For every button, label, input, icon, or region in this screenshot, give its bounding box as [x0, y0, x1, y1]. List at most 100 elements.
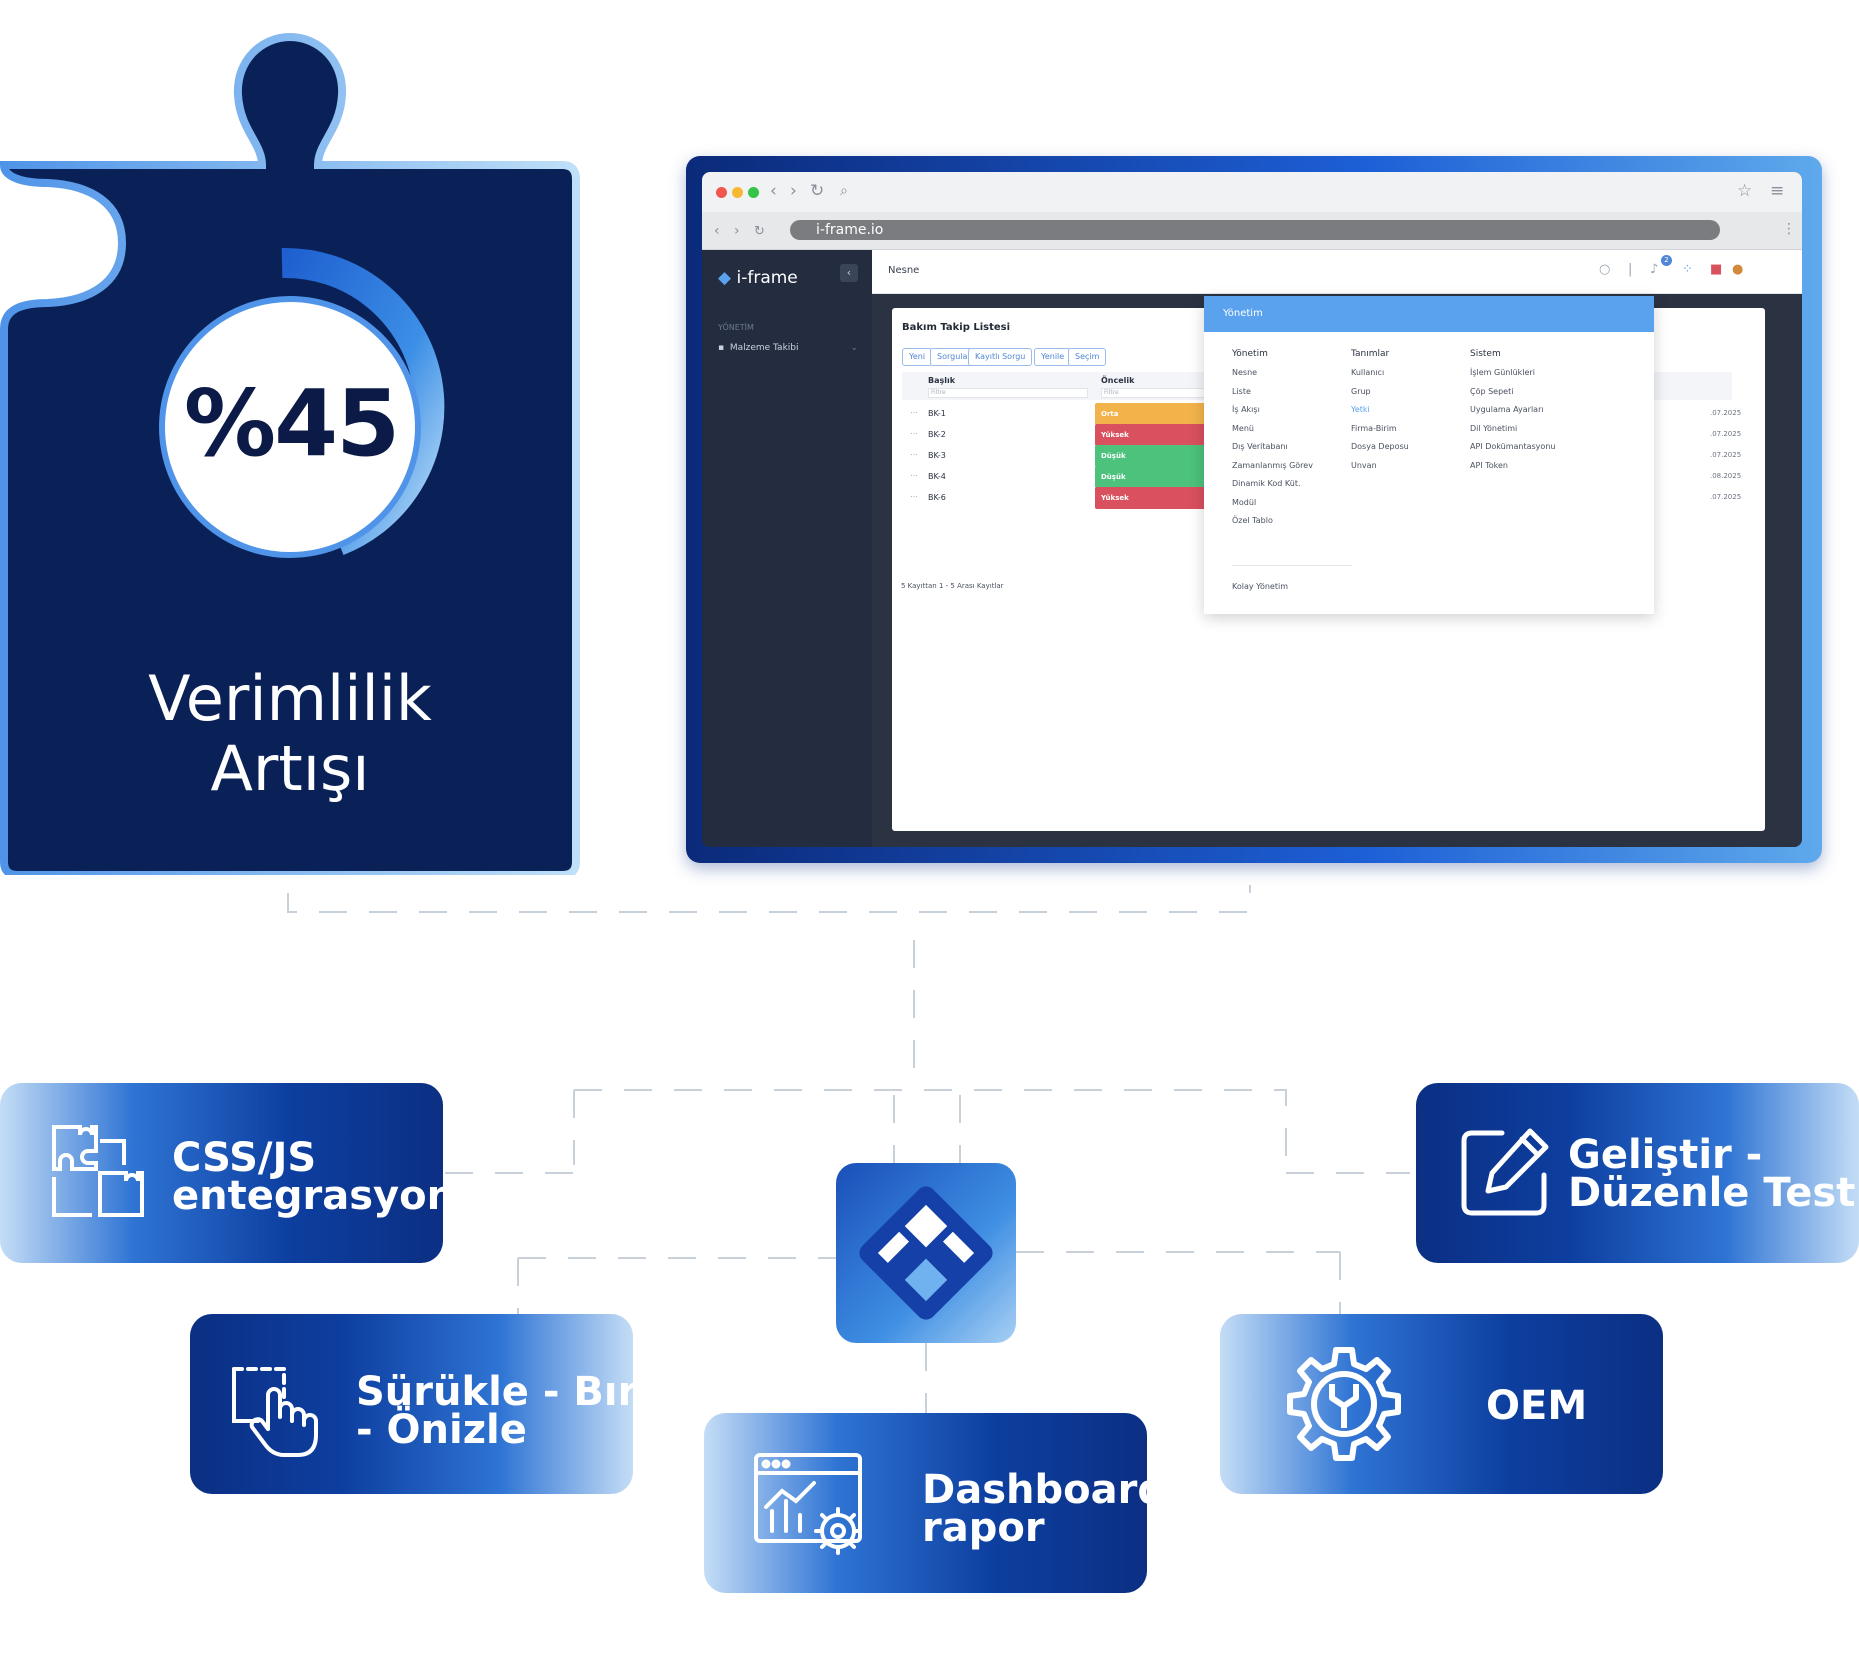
minimize-window-dot[interactable] [732, 187, 743, 198]
menu-item[interactable]: Zamanlanmış Görev [1232, 460, 1313, 470]
puzzle-piece-shape [0, 32, 580, 879]
forward-icon[interactable]: › [790, 181, 797, 201]
menu-item[interactable]: Dış Veritabanı [1232, 442, 1288, 451]
bookmark-star-icon[interactable]: ☆ [1737, 181, 1753, 201]
row-date: .07.2025 [1710, 409, 1742, 417]
row-date: .07.2025 [1710, 430, 1742, 438]
menu-item[interactable]: API Token [1470, 460, 1508, 470]
puzzle-icon [52, 1125, 144, 1217]
row-actions-icon[interactable]: ⋯ [910, 450, 918, 459]
menu-item[interactable]: Dinamik Kod Küt. [1232, 479, 1301, 488]
menu-item[interactable]: Nesne [1232, 368, 1258, 377]
reload-icon[interactable]: ↻ [810, 181, 825, 201]
menu-item[interactable]: İşlem Günlükleri [1470, 368, 1535, 377]
row-code: BK-3 [928, 451, 946, 460]
menu-item[interactable]: Dosya Deposu [1351, 442, 1409, 451]
selection-button[interactable]: Seçim [1068, 348, 1107, 366]
back-icon[interactable]: ‹ [714, 223, 720, 239]
drag-hand-icon [232, 1367, 318, 1457]
pager-info: 5 Kayıttan 1 - 5 Arası Kayıtlar [901, 582, 1004, 590]
row-code: BK-6 [928, 493, 946, 502]
table-row[interactable]: ⋯ BK-6 Yüksek .07.2025 [902, 486, 1741, 510]
title-filter-input[interactable]: Filtre [928, 388, 1088, 398]
app-logo[interactable]: ◆ i-frame [718, 268, 798, 288]
saved-query-button[interactable]: Kayıtlı Sorgu [968, 348, 1033, 366]
feature-label-line1: Dashboard [922, 1467, 1166, 1513]
chevron-down-icon: ⌄ [850, 343, 858, 353]
maximize-window-dot[interactable] [748, 187, 759, 198]
menu-item[interactable]: Unvan [1351, 460, 1377, 470]
feature-card-develop[interactable]: Geliştir - Düzenle Test Et [1416, 1083, 1859, 1263]
row-actions-icon[interactable]: ⋯ [910, 471, 918, 480]
page-title: Nesne [888, 265, 920, 276]
back-icon[interactable]: ‹ [770, 181, 777, 201]
row-actions-icon[interactable]: ⋯ [910, 429, 918, 438]
topbar: Nesne ○ | ♪ 2 ⁘ ■ ● [872, 250, 1802, 294]
menu-divider [1232, 565, 1352, 566]
search-icon[interactable]: ⌕ [840, 183, 848, 199]
edit-icon [1461, 1128, 1549, 1216]
priority-badge: Orta [1095, 403, 1235, 425]
close-window-dot[interactable] [716, 187, 727, 198]
feature-label-line1: CSS/JS [172, 1135, 317, 1181]
feature-card-dashboard[interactable]: Dashboard rapor [704, 1413, 1166, 1593]
feature-card-oem[interactable]: OEM [1220, 1314, 1663, 1494]
sidebar-item-malzeme-takibi[interactable]: ▪ Malzeme Takibi ⌄ [718, 343, 858, 353]
row-date: .07.2025 [1710, 493, 1742, 501]
iframe-logo-icon [859, 1186, 993, 1320]
browser-address-row: ‹ › ↻ i-frame.io ⋮ [702, 212, 1802, 250]
sidebar-section-label: YÖNETİM [718, 323, 754, 332]
menu-item[interactable]: Dil Yönetimi [1470, 423, 1518, 433]
menu-item[interactable]: İş Akışı [1232, 405, 1260, 414]
feature-label-line1: Sürükle - Bırak [356, 1369, 691, 1415]
search-icon[interactable]: ○ [1599, 262, 1611, 277]
reload-icon[interactable]: ↻ [754, 224, 765, 239]
divider-icon: | [1628, 262, 1633, 277]
efficiency-label-line1: Verimlilik [148, 662, 432, 735]
menu-item-kolay-yonetim[interactable]: Kolay Yönetim [1232, 582, 1289, 591]
row-actions-icon[interactable]: ⋯ [910, 492, 918, 501]
language-flag-icon[interactable]: ■ [1710, 262, 1723, 277]
app-screen: ‹ › ↻ ⌕ ☆ ≡ ‹ › ↻ i-frame.io ⋮ ◆ i-frame… [702, 172, 1802, 847]
feature-card-drag-drop[interactable]: Sürükle - Bırak - Önizle [190, 1314, 691, 1494]
menu-item[interactable]: Çöp Sepeti [1470, 386, 1514, 396]
app-preview-monitor: ‹ › ↻ ⌕ ☆ ≡ ‹ › ↻ i-frame.io ⋮ ◆ i-frame… [686, 156, 1822, 863]
priority-badge: Yüksek [1095, 487, 1235, 509]
feature-card-css-js[interactable]: CSS/JS entegrasyonu [0, 1083, 484, 1263]
column-header-priority[interactable]: Öncelik [1101, 376, 1135, 385]
menu-item[interactable]: API Dokümantasyonu [1470, 442, 1556, 451]
dashboard-chart-icon [754, 1453, 862, 1555]
menu-title: Yönetim [1204, 296, 1654, 332]
avatar[interactable]: ● [1732, 262, 1744, 277]
menu-item[interactable]: Yetki [1351, 405, 1370, 414]
menu-item[interactable]: Uygulama Ayarları [1470, 405, 1544, 414]
feature-label-line2: - Önizle [356, 1407, 527, 1453]
efficiency-label-line2: Artışı [210, 732, 370, 805]
feature-label-line2: entegrasyonu [172, 1173, 484, 1219]
menu-item[interactable]: Grup [1351, 386, 1371, 396]
apps-grid-icon[interactable]: ⁘ [1682, 262, 1693, 277]
menu-item[interactable]: Menü [1232, 423, 1254, 433]
menu-item[interactable]: Kullanıcı [1351, 368, 1385, 377]
more-options-icon[interactable]: ⋮ [1782, 221, 1796, 237]
address-bar[interactable]: i-frame.io [790, 220, 1720, 240]
menu-item[interactable]: Liste [1232, 386, 1251, 396]
menu-item[interactable]: Özel Tablo [1232, 516, 1273, 525]
priority-badge: Düşük [1095, 466, 1235, 488]
column-header-title[interactable]: Başlık [928, 376, 956, 385]
bell-icon[interactable]: ♪ [1650, 262, 1659, 277]
refresh-button[interactable]: Yenile [1034, 348, 1072, 366]
menu-item[interactable]: Firma-Birim [1351, 423, 1397, 433]
forward-icon[interactable]: › [734, 223, 740, 239]
new-button[interactable]: Yeni [902, 348, 933, 366]
menu-item[interactable]: Modül [1232, 497, 1257, 507]
row-actions-icon[interactable]: ⋯ [910, 408, 918, 417]
menu-column-heading: Tanımlar [1351, 349, 1390, 359]
sidebar-collapse-button[interactable]: ‹ [840, 264, 858, 282]
logo-text: i-frame [736, 268, 798, 288]
menu-icon[interactable]: ≡ [1770, 181, 1785, 201]
